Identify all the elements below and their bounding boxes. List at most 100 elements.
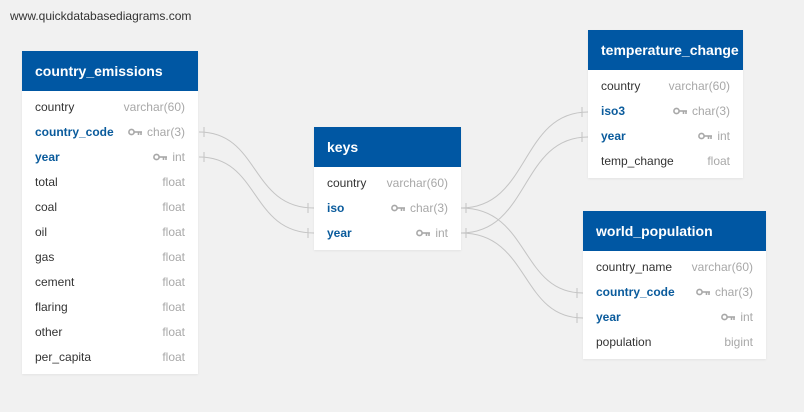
- relation-iso-iso3: [460, 111, 589, 209]
- column-type: varchar(60): [668, 79, 730, 93]
- column-name: gas: [35, 250, 55, 264]
- relation-year-temp-year: [460, 136, 589, 234]
- column-type: varchar(60): [386, 176, 448, 190]
- column-type: varchar(60): [691, 260, 753, 274]
- column-type: bigint: [724, 335, 753, 349]
- column-type: float: [162, 250, 185, 264]
- column-type-wrap: int: [153, 145, 185, 170]
- column-row[interactable]: per_capita float: [22, 345, 198, 370]
- relation-year-year: [198, 156, 315, 234]
- table-columns: country varchar(60) iso3 char(3) year in…: [588, 70, 743, 178]
- column-type: int: [740, 310, 753, 324]
- column-name: country_code: [596, 285, 675, 299]
- column-type-wrap: int: [721, 305, 753, 330]
- column-name: country: [327, 176, 367, 190]
- column-name: temp_change: [601, 154, 674, 168]
- column-row[interactable]: iso3 char(3): [588, 99, 743, 124]
- key-icon: [416, 229, 431, 237]
- column-row[interactable]: year int: [583, 305, 766, 330]
- column-type: char(3): [409, 201, 448, 215]
- column-row[interactable]: temp_change float: [588, 149, 743, 174]
- column-type: float: [162, 300, 185, 314]
- relation-year-pop-year: [460, 232, 584, 319]
- column-name: iso3: [601, 104, 626, 118]
- column-row[interactable]: country_code char(3): [22, 120, 198, 145]
- column-type-wrap: int: [698, 124, 730, 149]
- column-type: char(3): [714, 285, 753, 299]
- table-title[interactable]: keys: [314, 127, 461, 167]
- column-name: other: [35, 325, 63, 339]
- column-type: int: [717, 129, 730, 143]
- column-type-wrap: char(3): [128, 120, 185, 145]
- column-row[interactable]: oil float: [22, 220, 198, 245]
- column-row[interactable]: flaring float: [22, 295, 198, 320]
- column-row[interactable]: gas float: [22, 245, 198, 270]
- key-icon: [153, 153, 168, 161]
- table-title[interactable]: country_emissions: [22, 51, 198, 91]
- key-icon: [673, 107, 687, 115]
- table-columns: country varchar(60) country_code char(3)…: [22, 91, 198, 374]
- column-name: population: [596, 335, 652, 349]
- column-type: float: [162, 325, 185, 339]
- column-type-wrap: char(3): [696, 280, 753, 305]
- column-row[interactable]: year int: [314, 221, 461, 246]
- column-name: cement: [35, 275, 75, 289]
- table-title[interactable]: world_population: [583, 211, 766, 251]
- key-icon: [128, 128, 142, 136]
- key-icon: [391, 204, 405, 212]
- table-keys[interactable]: keys country varchar(60) iso char(3) yea…: [314, 127, 461, 250]
- column-type: float: [162, 175, 185, 189]
- column-type: int: [435, 226, 448, 240]
- column-row[interactable]: population bigint: [583, 330, 766, 355]
- table-columns: country varchar(60) iso char(3) year int: [314, 167, 461, 250]
- column-type: float: [707, 154, 730, 168]
- column-type-wrap: char(3): [391, 196, 448, 221]
- column-name: per_capita: [35, 350, 92, 364]
- relation-country-code-iso: [198, 131, 315, 209]
- column-row[interactable]: country_code char(3): [583, 280, 766, 305]
- column-type: float: [162, 225, 185, 239]
- column-name: iso: [327, 201, 345, 215]
- column-row[interactable]: country varchar(60): [588, 74, 743, 99]
- column-name: year: [35, 150, 60, 164]
- table-temperature-change[interactable]: temperature_change country varchar(60) i…: [588, 30, 743, 178]
- column-name: country: [601, 79, 641, 93]
- column-row[interactable]: country varchar(60): [22, 95, 198, 120]
- relation-iso-country-code: [460, 207, 584, 294]
- column-name: oil: [35, 225, 48, 239]
- column-type-wrap: int: [416, 221, 448, 246]
- column-row[interactable]: year int: [22, 145, 198, 170]
- key-icon: [721, 313, 736, 321]
- column-name: country_name: [596, 260, 673, 274]
- key-icon: [696, 288, 710, 296]
- column-type: char(3): [146, 125, 185, 139]
- column-name: year: [327, 226, 352, 240]
- column-row[interactable]: coal float: [22, 195, 198, 220]
- column-type-wrap: char(3): [673, 99, 730, 124]
- key-icon: [698, 132, 713, 140]
- table-columns: country_name varchar(60) country_code ch…: [583, 251, 766, 359]
- column-name: year: [596, 310, 621, 324]
- column-name: year: [601, 129, 626, 143]
- column-row[interactable]: total float: [22, 170, 198, 195]
- column-type: varchar(60): [123, 100, 185, 114]
- column-name: country_code: [35, 125, 114, 139]
- column-type: int: [172, 150, 185, 164]
- column-name: total: [35, 175, 58, 189]
- column-row[interactable]: iso char(3): [314, 196, 461, 221]
- column-type: float: [162, 200, 185, 214]
- column-row[interactable]: other float: [22, 320, 198, 345]
- column-row[interactable]: year int: [588, 124, 743, 149]
- table-world-population[interactable]: world_population country_name varchar(60…: [583, 211, 766, 359]
- table-country-emissions[interactable]: country_emissions country varchar(60) co…: [22, 51, 198, 374]
- column-type: char(3): [691, 104, 730, 118]
- column-row[interactable]: country_name varchar(60): [583, 255, 766, 280]
- column-row[interactable]: cement float: [22, 270, 198, 295]
- watermark: www.quickdatabasediagrams.com: [10, 9, 192, 23]
- table-title[interactable]: temperature_change: [588, 30, 743, 70]
- column-name: coal: [35, 200, 58, 214]
- column-type: float: [162, 275, 185, 289]
- column-name: country: [35, 100, 75, 114]
- column-type: float: [162, 350, 185, 364]
- column-row[interactable]: country varchar(60): [314, 171, 461, 196]
